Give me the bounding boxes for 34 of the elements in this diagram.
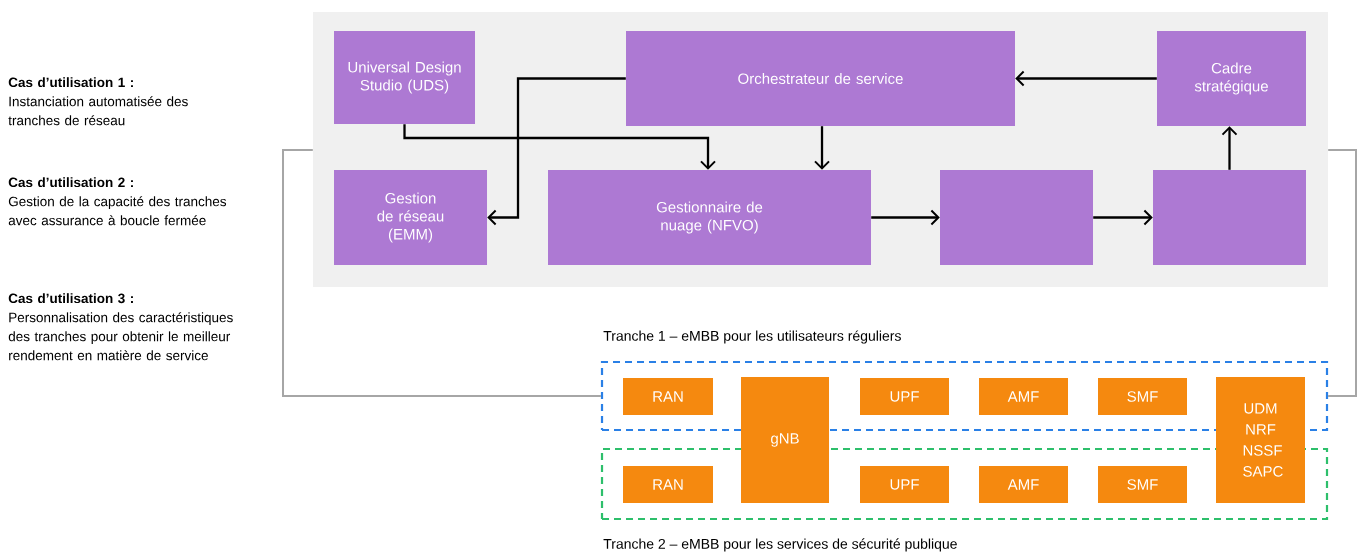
arrow [487, 77, 626, 226]
process-box [1153, 170, 1306, 265]
function-box: UDM NRF NSSF SAPC [1216, 377, 1305, 503]
function-box: SMF [1098, 378, 1187, 415]
function-box: UPF [860, 466, 949, 503]
use-case-heading: Cas d’utilisation 1 : [8, 77, 133, 88]
connector-line [282, 149, 602, 397]
connector-line [1327, 149, 1357, 397]
function-box: AMF [979, 378, 1068, 415]
use-case-heading: Cas d’utilisation 2 : [8, 177, 133, 188]
process-box: Gestionnaire de nuage (NFVO) [548, 170, 871, 265]
function-box: RAN [623, 466, 713, 503]
arrow [871, 209, 940, 226]
arrow [403, 124, 716, 170]
arrow [814, 126, 830, 170]
use-case-text: Gestion de la capacité des tranches avec assurance à boucle fermée [8, 196, 227, 226]
function-box: SMF [1098, 466, 1187, 503]
function-box: AMF [979, 466, 1068, 503]
process-box: Cadre stratégique [1157, 31, 1306, 126]
function-box: gNB [741, 377, 829, 503]
use-case-text: Personnalisation des caractéristiques des tranches pour obtenir le meilleur rendement en matière de service [8, 312, 233, 361]
arrow [1221, 126, 1238, 170]
process-box: Universal Design Studio (UDS) [334, 31, 475, 124]
use-case-text: Instanciation automatisée des tranches de réseau [8, 96, 188, 126]
arrow [1093, 209, 1153, 226]
slice-heading: Tranche 2 – eMBB pour les services de sécurité publique [603, 538, 957, 552]
arrow [1015, 70, 1157, 87]
process-box: Gestion de réseau (EMM) [334, 170, 487, 265]
function-box: RAN [623, 378, 713, 415]
process-box: Orchestrateur de service [626, 31, 1015, 126]
process-box [940, 170, 1093, 265]
slice-heading: Tranche 1 – eMBB pour les utilisateurs réguliers [603, 330, 901, 344]
use-case-heading: Cas d’utilisation 3 : [8, 293, 133, 304]
function-box: UPF [860, 378, 949, 415]
